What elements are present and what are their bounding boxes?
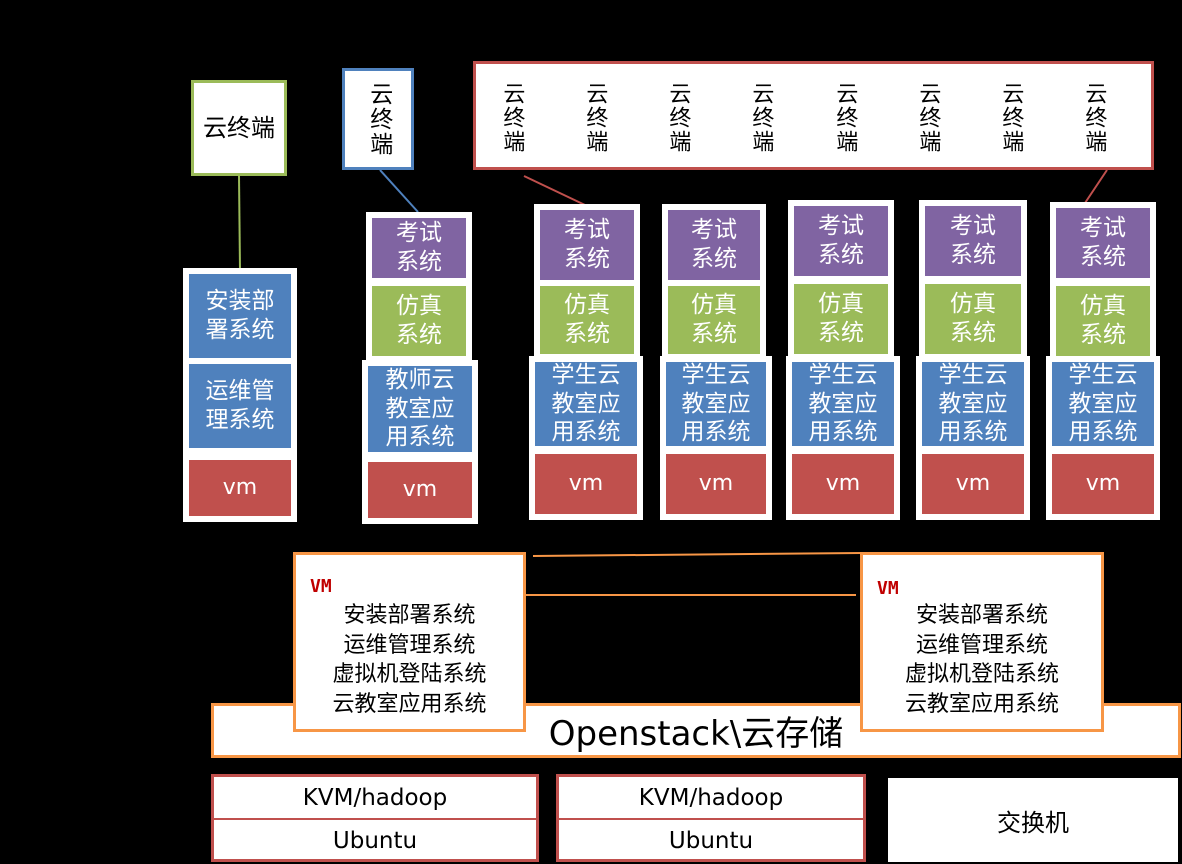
host-virtualization-label: KVM/hadoop [559, 777, 863, 820]
vm-box-left: VM 安装部署系统 运维管理系统 虚拟机登陆系统 云教室应用系统 [293, 552, 526, 732]
exam-system-block: 考试系统 [925, 206, 1021, 276]
vm-block: vm [535, 454, 637, 514]
simulation-system-block: 仿真系统 [925, 284, 1021, 354]
exam-system-block: 考试系统 [794, 206, 888, 276]
simulation-system-block: 仿真系统 [794, 284, 888, 354]
host-os-label: Ubuntu [668, 827, 754, 854]
vm-block: vm [666, 454, 766, 514]
student-app-block: 学生云教室应用系统 [792, 362, 894, 446]
group-terminal-5: 云终端 [832, 82, 858, 154]
student-app-block: 学生云教室应用系统 [1052, 362, 1154, 446]
vm-tag: VM [877, 578, 899, 599]
ops-management-block: 运维管理系统 [189, 364, 291, 448]
student-app-block: 学生云教室应用系统 [922, 362, 1024, 446]
exam-system-block: 考试系统 [1056, 208, 1150, 278]
vm-block: vm [368, 462, 472, 518]
vm-line: 虚拟机登陆系统 [332, 662, 487, 688]
connector-group-right [1084, 169, 1108, 204]
vm-line: 运维管理系统 [343, 632, 476, 658]
student-app-block: 学生云教室应用系统 [666, 362, 766, 446]
connector-group-left [523, 175, 586, 206]
student-app-block: 学生云教室应用系统 [535, 362, 637, 446]
group-terminal-7: 云终端 [998, 82, 1024, 154]
group-terminal-4: 云终端 [748, 82, 774, 154]
exam-system-block: 考试系统 [540, 210, 634, 280]
vm-line: 运维管理系统 [915, 632, 1048, 658]
host-1: KVM/hadoop Ubuntu [211, 774, 539, 862]
exam-system-block: 考试系统 [668, 210, 760, 280]
group-terminal-8: 云终端 [1081, 82, 1107, 154]
vm-link-top [532, 552, 863, 557]
exam-system-block: 考试系统 [372, 218, 466, 278]
install-deploy-block: 安装部署系统 [189, 274, 291, 358]
vm-line: 虚拟机登陆系统 [904, 662, 1059, 688]
simulation-system-block: 仿真系统 [372, 286, 466, 356]
cloud-terminal-1: 云终端 [191, 80, 287, 176]
simulation-system-block: 仿真系统 [540, 286, 634, 354]
simulation-system-block: 仿真系统 [668, 286, 760, 354]
group-terminal-3: 云终端 [665, 82, 691, 154]
connector-t1 [238, 175, 241, 271]
vm-block: vm [792, 454, 894, 514]
vm-line: 云教室应用系统 [332, 692, 487, 718]
cloud-terminal-group: 云终端 云终端 云终端 云终端 云终端 云终端 云终端 云终端 [473, 61, 1154, 170]
vm-line: 云教室应用系统 [904, 692, 1059, 718]
cloud-terminal-2: 云终端 [342, 68, 414, 170]
host-virtualization-label: KVM/hadoop [214, 777, 536, 820]
network-switch: 交换机 [888, 778, 1178, 862]
group-terminal-6: 云终端 [915, 82, 941, 154]
connector-t2 [379, 169, 419, 213]
vm-line: 安装部署系统 [915, 603, 1048, 628]
vm-box-right: VM 安装部署系统 运维管理系统 虚拟机登陆系统 云教室应用系统 [860, 552, 1104, 732]
simulation-system-block: 仿真系统 [1056, 286, 1150, 356]
host-2: KVM/hadoop Ubuntu [556, 774, 866, 862]
vm-block: vm [922, 454, 1024, 514]
host-os-label: Ubuntu [332, 827, 418, 854]
group-terminal-2: 云终端 [582, 82, 608, 154]
teacher-app-block: 教师云教室应用系统 [368, 366, 472, 452]
vm-tag: VM [310, 576, 332, 597]
vm-block: vm [1052, 454, 1154, 514]
group-terminal-1: 云终端 [499, 82, 525, 154]
vm-block: vm [189, 460, 291, 516]
vm-line: 安装部署系统 [343, 603, 476, 628]
